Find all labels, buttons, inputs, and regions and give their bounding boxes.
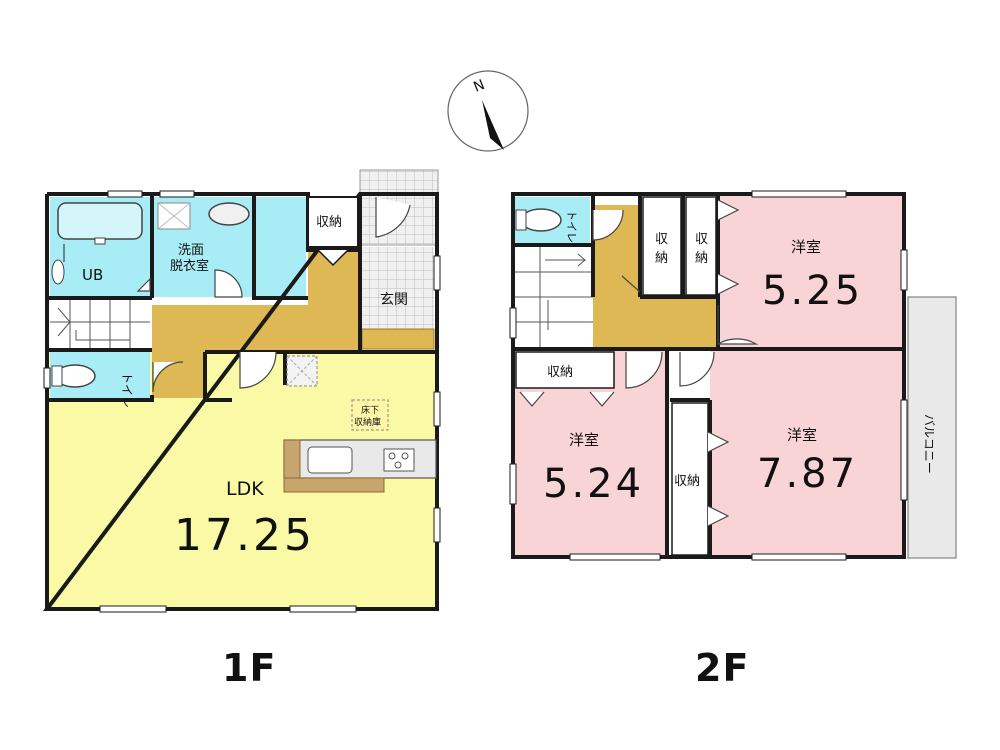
western-room-ne-area: 5.25 bbox=[762, 268, 863, 314]
floor-1f-label: 1F bbox=[222, 646, 277, 690]
storage-1f bbox=[307, 196, 359, 248]
western-room-se-area: 7.87 bbox=[757, 451, 858, 497]
ub-label: UB bbox=[82, 266, 103, 284]
entrance-floor bbox=[362, 247, 434, 329]
western-room-ne-label: 洋室 bbox=[791, 238, 821, 256]
underfloor-label-line2: 収納庫 bbox=[354, 416, 381, 428]
ldk-label: LDK bbox=[226, 478, 264, 500]
entrance-label: 玄関 bbox=[380, 291, 408, 308]
storage-2f-b bbox=[685, 196, 717, 296]
balcony bbox=[907, 296, 957, 559]
windows-1f bbox=[43, 190, 441, 613]
floor-2f: トイレ 収 納 収 納 洋室 5.25 収納 洋室 5.24 収納 洋室 7.8… bbox=[509, 190, 957, 561]
stairs-1f bbox=[50, 299, 150, 349]
balcony-label: バルコニー bbox=[922, 414, 936, 474]
floor-1f: UB 洗面 脱衣室 収納 玄関 トイレ LDK 17.25 床下 収納庫 bbox=[42, 169, 441, 613]
underfloor-storage bbox=[351, 399, 389, 431]
svg-text:納: 納 bbox=[655, 251, 668, 266]
sink-icon bbox=[208, 202, 250, 226]
kitchen-sink-icon bbox=[307, 446, 353, 474]
windows-2f bbox=[509, 190, 908, 561]
toilet-2f-icon bbox=[520, 208, 562, 232]
toilet-1f-label: トイレ bbox=[120, 372, 134, 408]
storage-2f-a-label-top: 収 bbox=[655, 232, 668, 247]
washroom-label-line1: 洗面 bbox=[178, 243, 204, 258]
floor-2f-label: 2F bbox=[695, 646, 750, 690]
storage-2f-a bbox=[642, 196, 682, 296]
underfloor-label-line1: 床下 bbox=[361, 404, 379, 416]
svg-text:納: 納 bbox=[695, 251, 708, 266]
bathtub-icon bbox=[57, 202, 143, 240]
north-arrow-icon bbox=[482, 100, 504, 150]
storage-2f-c bbox=[515, 351, 615, 389]
washroom-label-line2: 脱衣室 bbox=[170, 258, 209, 274]
toilet-2f-label: トイレ bbox=[565, 210, 578, 243]
entrance-step bbox=[361, 328, 435, 350]
washroom-closet bbox=[254, 197, 306, 297]
hall-2f bbox=[593, 205, 718, 349]
storage-1f-label: 収納 bbox=[316, 215, 342, 230]
western-room-sw-area: 5.24 bbox=[543, 461, 644, 507]
storage-2f-d bbox=[671, 402, 709, 556]
western-room-se bbox=[710, 350, 904, 557]
storage-2f-c-label: 収納 bbox=[547, 365, 573, 380]
storage-2f-d-label: 収納 bbox=[674, 474, 700, 489]
compass: N bbox=[447, 70, 529, 152]
svg-text:収: 収 bbox=[695, 232, 708, 247]
ldk-area: 17.25 bbox=[174, 510, 315, 561]
western-room-sw-label: 洋室 bbox=[569, 431, 599, 449]
western-room-ne bbox=[718, 194, 904, 349]
stove-icon bbox=[383, 448, 415, 472]
western-room-se-label: 洋室 bbox=[787, 426, 817, 444]
